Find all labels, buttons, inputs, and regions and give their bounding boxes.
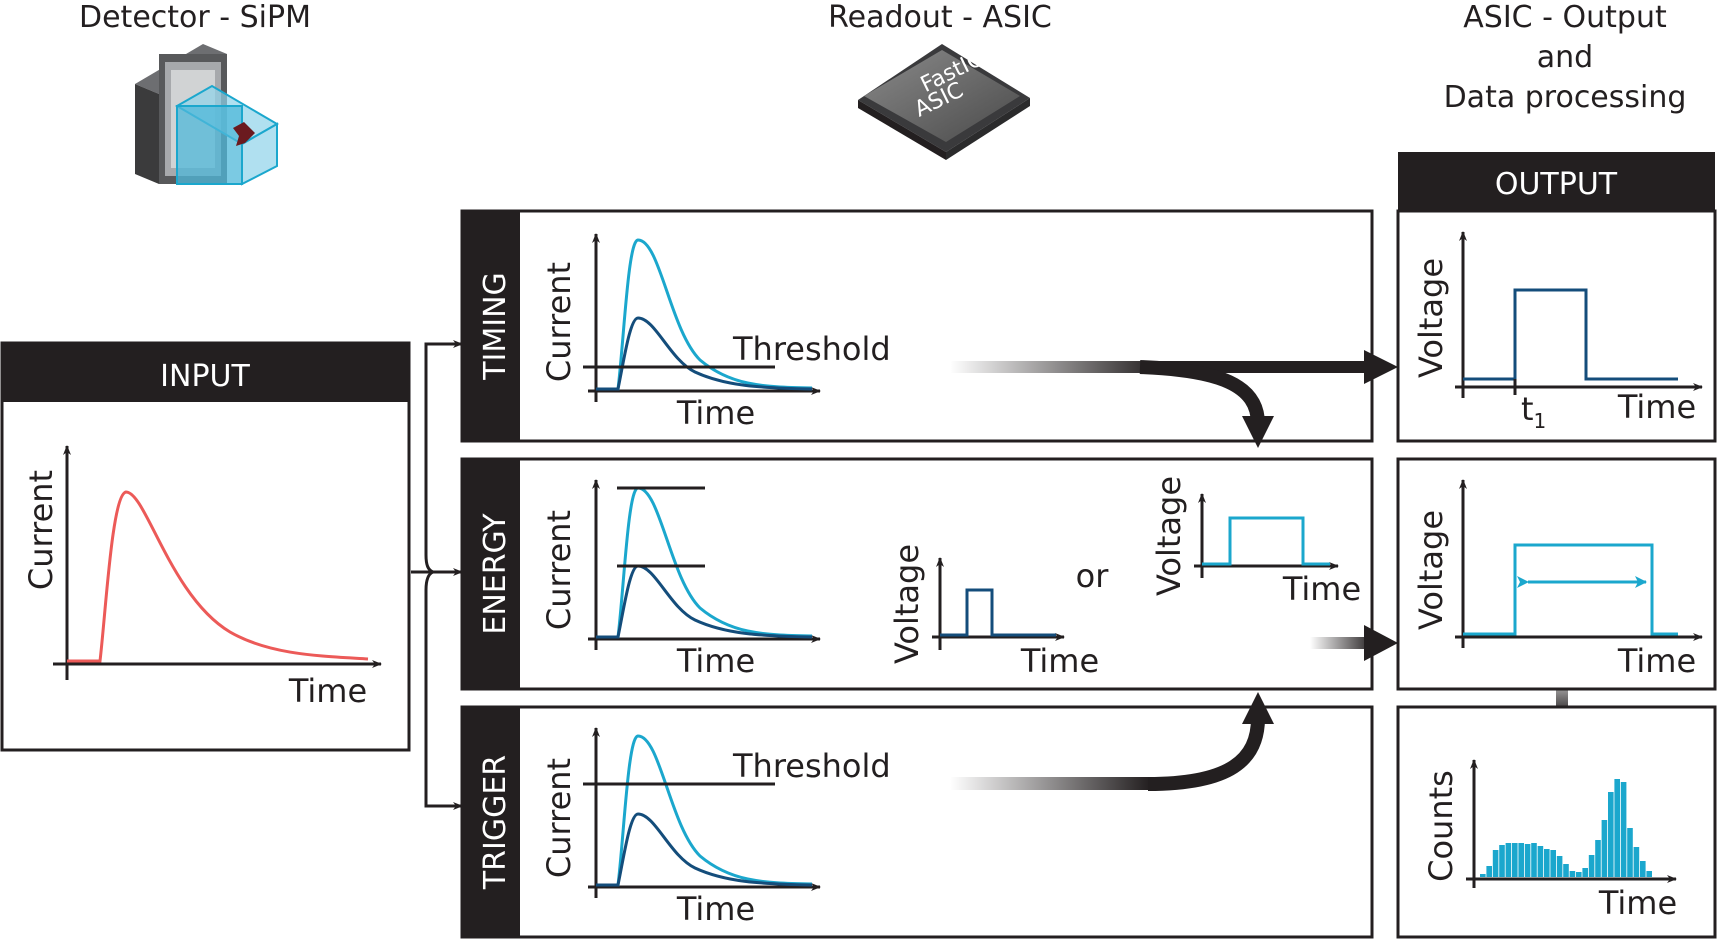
- out-timing-t1-main: t: [1521, 390, 1534, 428]
- energy-xlabel: Time: [676, 642, 755, 680]
- trigger-side-label: TRIGGER: [478, 755, 513, 890]
- out-hist-xlabel: Time: [1598, 884, 1677, 922]
- timing-side-label: TIMING: [478, 272, 513, 381]
- trigger-panel: TRIGGER Threshold Current Time: [460, 705, 1374, 939]
- out-timing-ylabel: Voltage: [1412, 258, 1450, 378]
- histogram-bar: [1633, 847, 1640, 877]
- trigger-threshold-label: Threshold: [732, 747, 891, 785]
- timing-xlabel: Time: [676, 394, 755, 432]
- histogram-bar: [1512, 843, 1518, 877]
- energy-side-label: ENERGY: [478, 513, 513, 635]
- histogram-bar: [1486, 866, 1492, 877]
- out-timing-t1-sub: 1: [1534, 409, 1547, 433]
- output-energy-pulse: [1463, 543, 1678, 636]
- histogram-bar: [1505, 843, 1512, 877]
- timing-threshold-label: Threshold: [732, 330, 891, 368]
- energy-pulse2-xlabel: Time: [1282, 570, 1361, 608]
- histogram-bar: [1563, 864, 1569, 877]
- readout-header: Readout - ASIC: [828, 0, 1052, 35]
- histogram-bar: [1537, 846, 1544, 877]
- trigger-ylabel: Current: [540, 758, 578, 878]
- energy-panel: ENERGY Current Time Voltage Time or Volt…: [460, 457, 1374, 691]
- histogram-bar: [1627, 828, 1633, 877]
- histogram-bar: [1524, 844, 1531, 877]
- input-ylabel: Current: [22, 470, 60, 590]
- energy-long-pulse: [1202, 516, 1330, 566]
- timing-panel: TIMING Threshold Current Time: [460, 209, 1374, 443]
- histogram-bar: [1595, 840, 1601, 877]
- histogram-bar: [1608, 792, 1614, 877]
- sipm-detector-icon: [135, 44, 279, 186]
- out-energy-ylabel: Voltage: [1412, 510, 1450, 630]
- histogram-bar: [1582, 868, 1588, 877]
- output-header-line1: ASIC - Output: [1463, 0, 1667, 35]
- histogram-bar: [1646, 871, 1652, 877]
- input-title: INPUT: [160, 359, 250, 394]
- asic-chip-icon: FastIC ASIC: [858, 44, 1030, 160]
- histogram-bars: [1480, 779, 1652, 877]
- out-timing-xlabel: Time: [1617, 388, 1696, 426]
- histogram-bar: [1640, 861, 1646, 877]
- signal-splitter: [411, 340, 463, 810]
- output-header: ASIC - Output and Data processing: [1400, 0, 1717, 118]
- histogram-bar: [1518, 843, 1524, 877]
- timing-ylabel: Current: [540, 262, 578, 382]
- input-pulse-curve: [67, 490, 369, 663]
- histogram-bar: [1499, 845, 1505, 877]
- histogram-bar: [1569, 871, 1576, 877]
- output-column: OUTPUT Voltage Time t1 Voltage Time Coun…: [1396, 152, 1717, 939]
- energy-or-label: or: [1076, 557, 1110, 595]
- out-energy-xlabel: Time: [1617, 642, 1696, 680]
- histogram-bar: [1588, 855, 1595, 877]
- output-header-line3: Data processing: [1443, 80, 1687, 115]
- trigger-xlabel: Time: [676, 890, 755, 928]
- energy-pulse2-ylabel: Voltage: [1150, 476, 1188, 596]
- histogram-bar: [1480, 874, 1486, 877]
- energy-pulse1-ylabel: Voltage: [888, 544, 926, 664]
- histogram-bar: [1550, 850, 1556, 877]
- input-box: INPUT Current Time: [0, 341, 411, 752]
- out-hist-ylabel: Counts: [1422, 770, 1460, 882]
- energy-pulse1-xlabel: Time: [1020, 642, 1099, 680]
- histogram-bar: [1531, 843, 1537, 877]
- histogram-bar: [1492, 850, 1499, 877]
- output-timing-pulse: [1463, 288, 1678, 381]
- histogram-bar: [1544, 849, 1550, 877]
- output-title: OUTPUT: [1495, 167, 1618, 202]
- histogram-bar: [1556, 856, 1563, 877]
- input-xlabel: Time: [288, 672, 367, 710]
- histogram-bar: [1601, 820, 1608, 877]
- histogram-bar: [1620, 782, 1627, 877]
- out-timing-t1: t1: [1521, 390, 1546, 433]
- output-header-line2: and: [1536, 40, 1594, 75]
- energy-ylabel: Current: [540, 510, 578, 630]
- energy-short-pulse: [940, 588, 1056, 637]
- detector-header: Detector - SiPM: [79, 0, 311, 35]
- histogram-bar: [1576, 872, 1582, 877]
- histogram-bar: [1614, 779, 1620, 877]
